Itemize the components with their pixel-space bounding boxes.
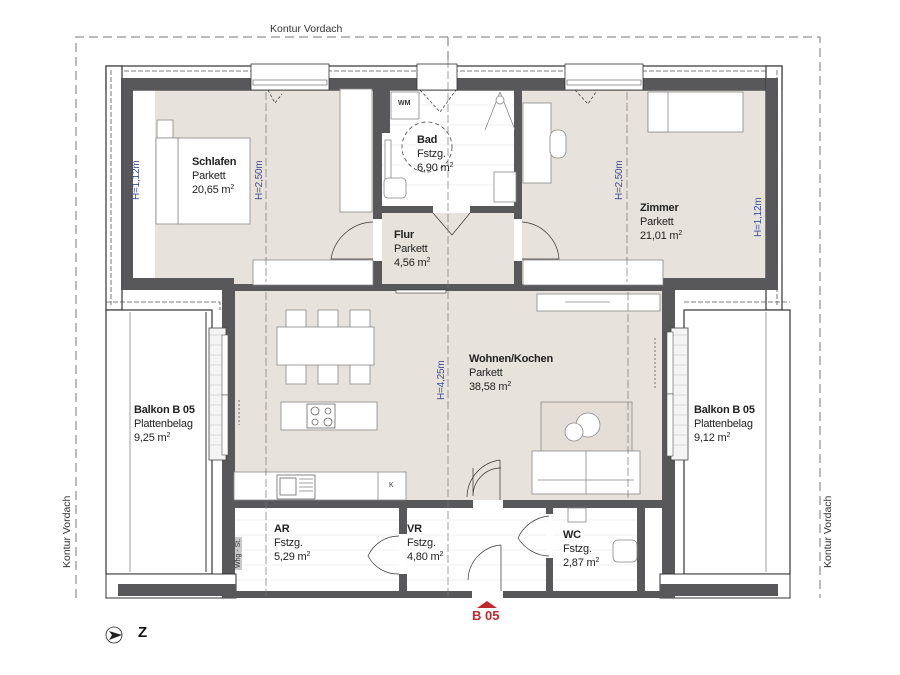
unit-entry-label: B 05 (472, 608, 500, 623)
room-label-schlafen[interactable]: Schlafen Parkett 20,65 m2 (192, 156, 237, 196)
north-label: Z (138, 624, 148, 641)
room-label-vr[interactable]: VR Fstzg. 4,80 m2 (407, 523, 444, 563)
floor-flur (373, 212, 520, 290)
canopy-contour-label-top: Kontur Vordach (270, 23, 343, 35)
canopy-contour-label-right: Kontur Vordach (822, 495, 834, 568)
exterior-walls (105, 63, 791, 599)
meter-label: Whg - St. (235, 536, 242, 570)
canopy-contour-label-left: Kontur Vordach (61, 495, 73, 568)
room-label-bad[interactable]: Bad Fstzg. 6,90 m2 (417, 134, 454, 174)
room-label-zimmer[interactable]: Zimmer Parkett 21,01 m2 (640, 202, 683, 242)
height-label-zimmer-low: H=1,12m (753, 197, 764, 237)
room-label-flur[interactable]: Flur Parkett 4,56 m2 (394, 229, 431, 269)
room-label-balkon-right[interactable]: Balkon B 05 Plattenbelag 9,12 m2 (694, 404, 755, 444)
room-label-wc[interactable]: WC Fstzg. 2,87 m2 (563, 529, 600, 569)
room-label-wohnen-kochen[interactable]: Wohnen/Kochen Parkett 38,58 m2 (469, 353, 553, 393)
height-label-schlafen-high: H=2,50m (254, 160, 265, 200)
fridge-label: K (389, 482, 394, 489)
entry-marker (477, 601, 497, 608)
floor-ar (234, 507, 399, 591)
furniture (155, 88, 744, 563)
height-label-wohnen: H=4,25m (436, 360, 447, 400)
floor-vr (401, 507, 546, 591)
height-label-zimmer-high: H=2,50m (614, 160, 625, 200)
room-label-balkon-left[interactable]: Balkon B 05 Plattenbelag 9,25 m2 (134, 404, 195, 444)
canopy-contour (75, 36, 821, 598)
room-label-ar[interactable]: AR Fstzg. 5,29 m2 (274, 523, 311, 563)
north-arrow (105, 626, 123, 644)
washer-label: WM (398, 100, 411, 107)
height-label-schlafen-low: H=1,12m (131, 160, 142, 200)
